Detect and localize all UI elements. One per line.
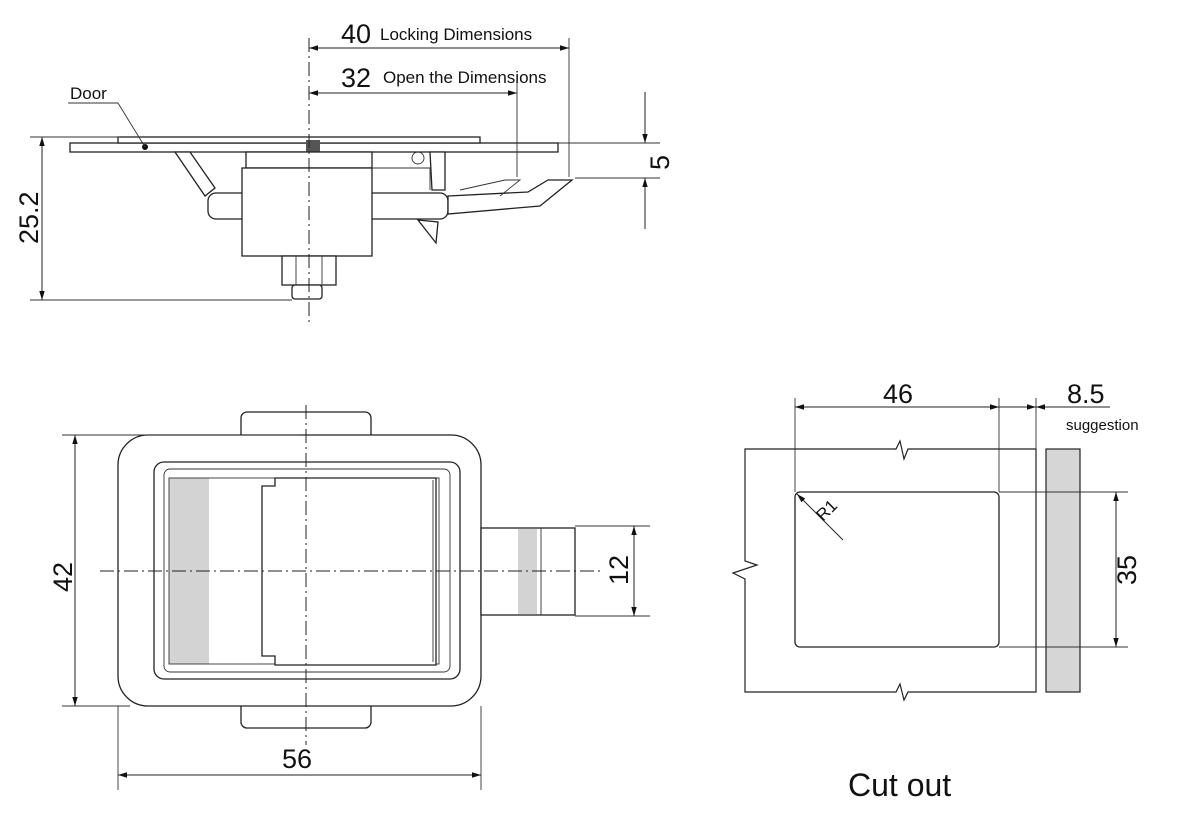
latch-flange <box>117 136 481 144</box>
cutout-height-value: 35 <box>1112 555 1142 585</box>
cutout-title: Cut out <box>848 767 951 803</box>
front-width-value: 56 <box>282 744 312 774</box>
cutout-hole <box>794 491 1000 648</box>
handle-value: 12 <box>604 555 634 585</box>
panel-thickness <box>1045 448 1081 693</box>
front-height-value: 42 <box>48 562 78 592</box>
panel-value: 8.5 <box>1067 379 1105 409</box>
locking-text: Locking Dimensions <box>380 25 532 44</box>
cutout-width-value: 46 <box>883 379 913 409</box>
right-arm <box>429 151 446 191</box>
handle-open-position <box>459 179 522 197</box>
open-value: 32 <box>341 63 371 93</box>
door-label: Door <box>70 84 107 103</box>
side-view: Door 40 Locking Dimensions 32 Open the D… <box>14 19 675 322</box>
panel-note: suggestion <box>1066 417 1139 434</box>
latch-housing <box>241 167 373 257</box>
pivot-hole <box>411 151 425 165</box>
latch-tongue <box>416 219 439 245</box>
offset-value: 5 <box>645 155 675 170</box>
housing-side <box>372 167 431 190</box>
left-arm <box>173 151 216 197</box>
radius-leader <box>796 493 844 541</box>
cutout-panel <box>731 439 1037 702</box>
cutout-view: 46 8.5 suggestion 35 R1 Cut out <box>731 379 1142 803</box>
latch-handle <box>447 179 574 215</box>
open-text: Open the Dimensions <box>383 68 546 87</box>
height-value: 25.2 <box>14 191 44 244</box>
stud-end <box>291 284 323 300</box>
front-view: 42 56 12 <box>48 405 650 790</box>
locking-value: 40 <box>341 19 371 49</box>
door-leader <box>117 102 146 148</box>
